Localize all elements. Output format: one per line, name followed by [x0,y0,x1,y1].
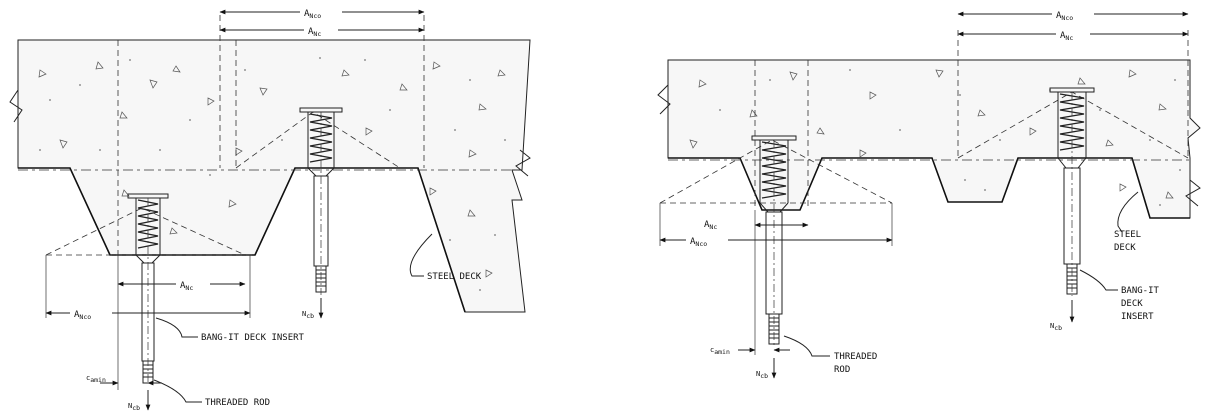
left-bangit-label: BANG-IT DECK INSERT [201,333,305,343]
left-steel-deck-label: STEEL DECK [427,272,482,282]
left-bangit-leader [155,317,198,338]
left-break-line [9,89,23,123]
right-break-line [515,149,531,177]
left-anco-low-label: ANco [74,310,91,321]
right-threaded-label-1: THREADED [834,352,877,362]
right-break-line-r [1185,179,1201,207]
left-lower-cone [45,207,246,256]
left-anc-top-label: ANc [308,27,321,38]
right-steel-deck [668,157,1190,219]
left-threaded-label: THREADED ROD [205,398,270,408]
right-aggregate [689,69,1181,206]
right-threaded-leader [783,335,830,357]
right-bangit-label-3: INSERT [1121,312,1154,322]
left-anco-top-label: ANco [304,9,321,20]
left-camin-label: camin [86,374,106,384]
right-camin-label: camin [710,346,730,356]
right-steel-deck-leader [1117,191,1139,233]
right-upper-insert [1049,87,1095,296]
right-bangit-label-1: BANG-IT [1121,286,1160,296]
right-diagram: ANco ANc ANc ANco camin Ncb Ncb THREADED… [657,7,1201,380]
right-steel-label-2: DECK [1114,243,1136,253]
left-steel-deck [18,167,466,313]
right-lower-cone [659,139,893,204]
left-ncb-right-label: Ncb [302,310,314,320]
left-threaded-leader [153,379,202,403]
left-diagram: ANco ANc ANc ANco camin Ncb Ncb STEEL DE… [9,5,531,412]
right-threaded-label-2: ROD [834,365,850,375]
right-bangit-label-2: DECK [1121,299,1143,309]
right-ncb-left-label: Ncb [756,370,768,380]
right-anco-top-label: ANco [1056,11,1073,22]
left-aggregate [38,57,506,291]
right-ncb-right-label: Ncb [1050,322,1062,332]
right-anc-low-label: ANc [704,220,717,231]
right-lower-insert [751,135,797,346]
right-anc-top-label: ANc [1060,31,1073,42]
right-anco-low-label: ANco [690,237,707,248]
right-steel-label-1: STEEL [1114,230,1141,240]
right-break-line-l [657,84,671,115]
left-steel-deck-leader [409,233,433,277]
right-bangit-leader [1079,269,1118,291]
right-concrete-slab [667,59,1201,219]
left-ncb-bottom-label: Ncb [128,402,140,412]
left-upper-insert [299,107,343,295]
left-anc-low-label: ANc [180,281,193,292]
